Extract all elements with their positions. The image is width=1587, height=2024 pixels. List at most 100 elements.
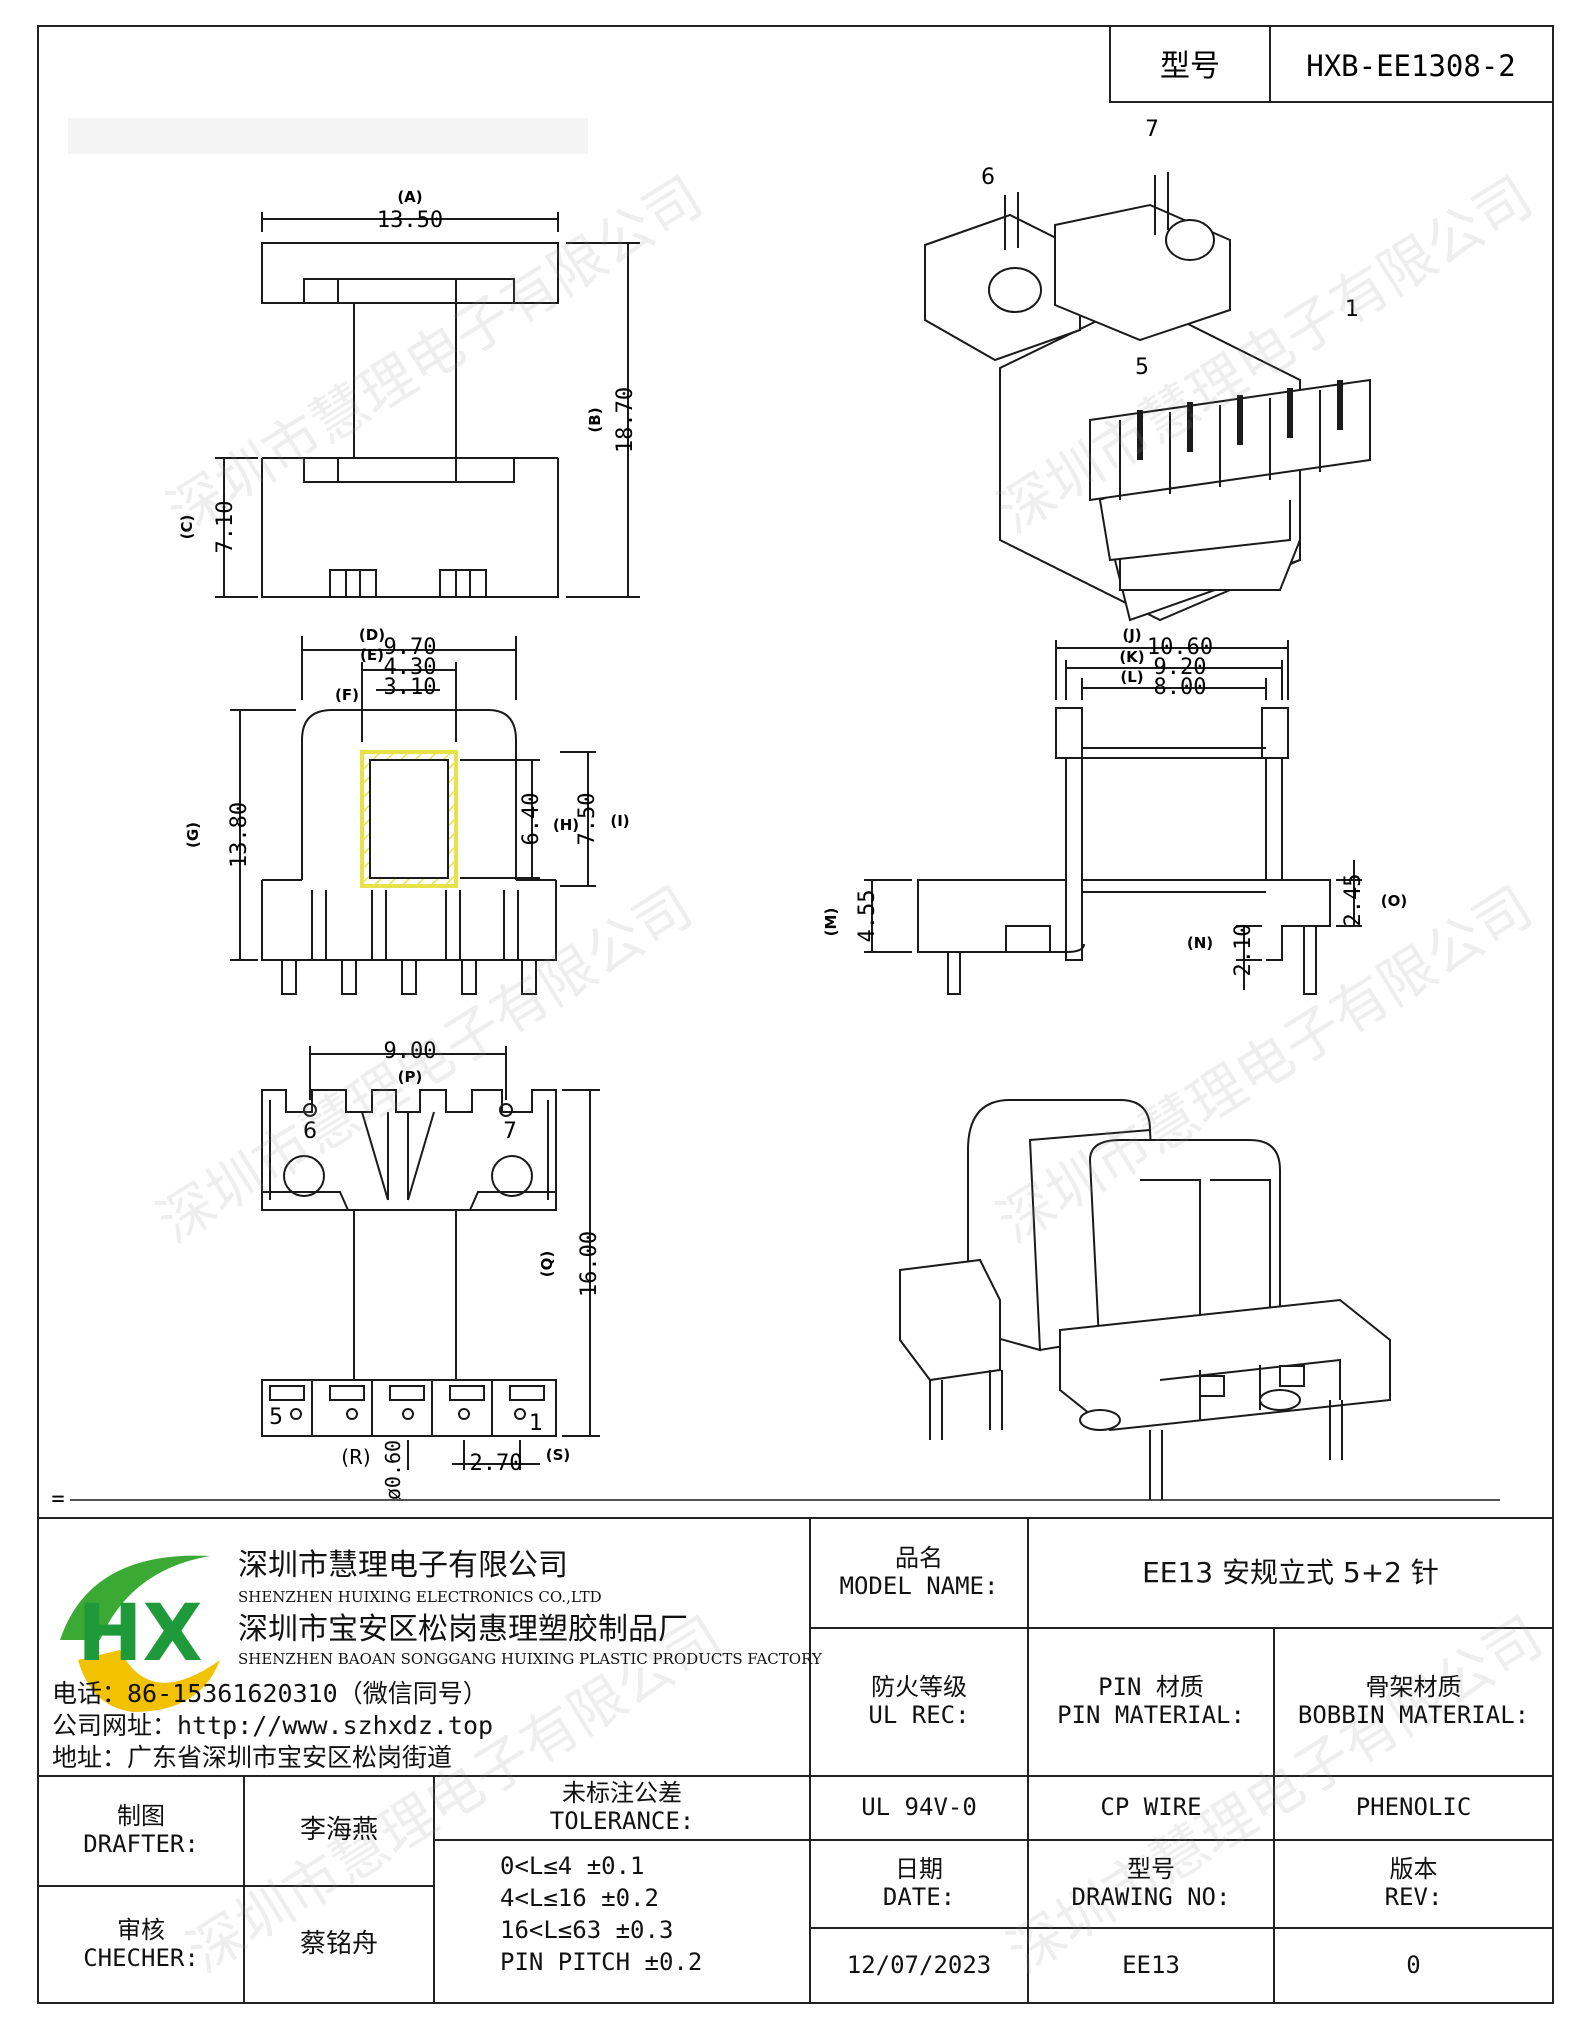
date-value-text: 12/07/2023 — [846, 1950, 992, 1979]
rev-value: 0 — [1274, 1928, 1553, 2003]
company-name-cn-2: 深圳市宝安区松岗惠理塑胶制品厂 — [238, 1612, 688, 1647]
tolerance-line: 0<L≤4 ±0.1 — [500, 1852, 645, 1880]
drawing-no-value: EE13 — [1028, 1928, 1274, 2003]
dim-f-value: 3.10 — [384, 675, 437, 700]
checker-name: 蔡铭舟 — [244, 1886, 434, 2003]
right-view — [864, 640, 1362, 995]
bottom-view — [261, 1046, 600, 1470]
drafter-label-cn: 制图 — [117, 1802, 165, 1831]
dim-o-tag: (O) — [1381, 892, 1407, 910]
title-block-grid — [38, 1517, 1553, 2003]
model-name-label-cn: 品名 — [895, 1544, 943, 1573]
drawing-no-value-text: EE13 — [1122, 1950, 1180, 1979]
dim-a-value: 13.50 — [377, 208, 443, 233]
dim-m-tag: (M) — [822, 908, 840, 937]
model-name-value: EE13 安规立式 5+2 针 — [1028, 1518, 1553, 1628]
company-name-en-1: SHENZHEN HUIXING ELECTRONICS CO.,LTD — [238, 1588, 602, 1606]
drawing-no-label-cn: 型号 — [1127, 1855, 1175, 1884]
drawing-no-label-en: DRAWING NO: — [1071, 1883, 1231, 1911]
bottom-pin-5: 5 — [269, 1405, 283, 1430]
dim-p-value: 9.00 — [384, 1039, 437, 1064]
dim-f-tag: (F) — [335, 686, 359, 704]
dim-b-tag: (B) — [586, 407, 604, 432]
date-label: 日期 DATE: — [810, 1840, 1028, 1928]
date-value: 12/07/2023 — [810, 1928, 1028, 2003]
pin-material-label-cn: PIN 材质 — [1098, 1673, 1204, 1702]
tolerance-line: PIN PITCH ±0.2 — [500, 1948, 703, 1976]
tolerance-list: 0<L≤4 ±0.1 4<L≤16 ±0.2 16<L≤63 ±0.3 PIN … — [500, 1850, 800, 1996]
dim-j-tag: (J) — [1122, 626, 1141, 644]
header-model-label: 型号 — [1160, 49, 1220, 84]
bobbin-material-label: 骨架材质 BOBBIN MATERIAL: — [1274, 1628, 1553, 1776]
side-view — [230, 636, 596, 995]
dim-k-tag: (K) — [1119, 648, 1144, 666]
checker-name-text: 蔡铭舟 — [299, 1928, 378, 1959]
dim-c-tag: (C) — [178, 515, 196, 540]
dim-k-value: 9.20 — [1154, 655, 1207, 680]
dim-b-value: 18.70 — [613, 387, 638, 453]
iso-pin-1: 1 — [1345, 297, 1359, 322]
dim-h-tag: (H) — [553, 816, 579, 834]
pin-material-label: PIN 材质 PIN MATERIAL: — [1028, 1628, 1274, 1776]
company-name-en-2: SHENZHEN BAOAN SONGGANG HUIXING PLASTIC … — [238, 1650, 822, 1668]
date-label-en: DATE: — [882, 1883, 956, 1911]
bobbin-material-label-cn: 骨架材质 — [1365, 1673, 1462, 1702]
checker-label: 审核 CHECHER: — [38, 1886, 244, 2003]
drafter-name-text: 李海燕 — [299, 1815, 378, 1846]
drawing-no-label: 型号 DRAWING NO: — [1028, 1840, 1274, 1928]
dim-n-value: 2.10 — [1231, 924, 1256, 977]
iso-view-bottom — [899, 1099, 1391, 1500]
dim-a-tag: (A) — [397, 188, 422, 206]
dim-i-tag: (I) — [610, 812, 629, 830]
ul-rec-value-text: UL 94V-0 — [861, 1793, 977, 1822]
bottom-pin-6: 6 — [303, 1119, 317, 1144]
dim-i-value: 7.50 — [575, 793, 600, 846]
ul-rec-label-cn: 防火等级 — [871, 1673, 967, 1702]
checker-label-cn: 审核 — [117, 1915, 165, 1944]
bobbin-material-value: PHENOLIC — [1274, 1776, 1553, 1840]
model-name-label: 品名 MODEL NAME: — [810, 1518, 1028, 1628]
date-label-cn: 日期 — [895, 1855, 943, 1884]
separator-mark: = — [51, 1487, 64, 1512]
company-website: 公司网址：http://www.szhxdz.top — [52, 1711, 494, 1740]
logo-text: HX — [77, 1589, 202, 1679]
bobbin-material-value-text: PHENOLIC — [1355, 1793, 1472, 1822]
dim-r-tag: (R) — [341, 1445, 371, 1469]
ul-rec-value: UL 94V-0 — [810, 1776, 1028, 1840]
dim-s-value: 2.70 — [470, 1451, 523, 1476]
dim-l-tag: (L) — [1120, 668, 1143, 686]
iso-pin-6: 6 — [981, 165, 995, 190]
header-model-value: HXB-EE1308-2 — [1306, 49, 1516, 83]
bottom-pin-1: 1 — [529, 1411, 543, 1436]
rev-label: 版本 REV: — [1274, 1840, 1553, 1928]
bottom-pin-7: 7 — [503, 1119, 517, 1144]
rev-value-text: 0 — [1406, 1950, 1421, 1979]
dim-c-value: 7.10 — [213, 501, 238, 554]
ul-rec-label: 防火等级 UL REC: — [810, 1628, 1028, 1776]
company-name-cn-1: 深圳市慧理电子有限公司 — [238, 1548, 568, 1583]
tolerance-label: 未标注公差 TOLERANCE: — [434, 1776, 810, 1840]
dim-q-value: 16.00 — [577, 1231, 602, 1297]
dim-g-tag: (G) — [184, 822, 202, 848]
rev-label-en: REV: — [1384, 1883, 1443, 1911]
dim-d-tag: (D) — [359, 626, 385, 644]
dim-j-value: 10.60 — [1147, 635, 1213, 660]
dim-e-value: 4.30 — [384, 655, 437, 680]
bobbin-material-label-en: BOBBIN MATERIAL: — [1297, 1701, 1530, 1729]
company-phone: 电话：86-15361620310（微信同号） — [52, 1679, 488, 1708]
pin-material-value: CP WIRE — [1028, 1776, 1274, 1840]
drafter-label-en: DRAFTER: — [83, 1830, 199, 1858]
pin-material-label-en: PIN MATERIAL: — [1057, 1701, 1245, 1729]
dim-o-value: 2.45 — [1341, 874, 1366, 927]
rev-label-cn: 版本 — [1389, 1855, 1438, 1884]
tolerance-label-cn: 未标注公差 — [562, 1779, 682, 1808]
tolerance-line: 16<L≤63 ±0.3 — [500, 1916, 674, 1944]
checker-label-en: CHECHER: — [83, 1943, 199, 1972]
company-logo: HX — [60, 1555, 220, 1712]
dim-h-value: 6.40 — [519, 793, 544, 846]
sheet-border — [37, 25, 1554, 2004]
ul-rec-label-en: UL REC: — [868, 1701, 970, 1729]
dim-n-tag: (N) — [1187, 934, 1213, 952]
iso-pin-5: 5 — [1135, 355, 1149, 380]
